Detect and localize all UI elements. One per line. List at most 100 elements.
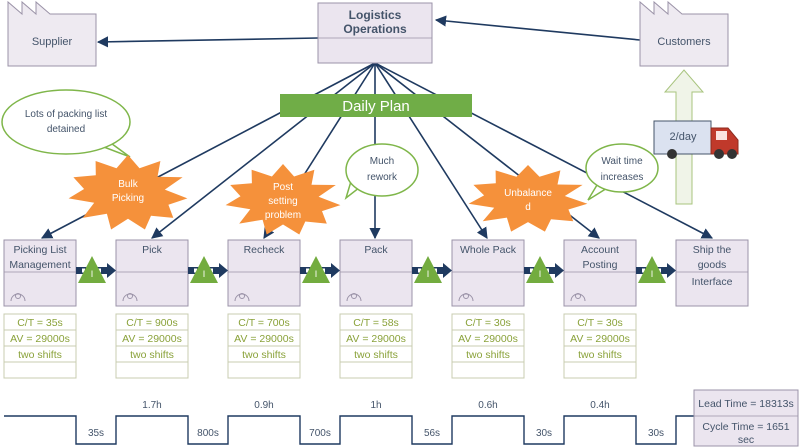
kaizen-burst-bulk [68, 155, 188, 230]
kaizen-unbalanced-line1: Unbalance [504, 188, 552, 199]
process-box: Account Posting [563, 239, 637, 307]
process-time-label: 800s [197, 428, 219, 439]
operator-icon [10, 293, 26, 302]
ship-goods-box: Ship the goods Interface [675, 239, 749, 307]
ship-title-line1: Ship the [693, 244, 732, 256]
logistics-operations-box: Logistics Operations [317, 2, 433, 64]
operator-icon [346, 293, 362, 302]
process-title-line1: Picking List [13, 244, 66, 256]
data-boxes: C/T = 35s AV = 29000s two shifts C/T = 9… [3, 313, 637, 379]
inventory-triangle: I [414, 256, 442, 283]
inventory-triangle: I [526, 256, 554, 283]
process-title-line1: Pick [142, 244, 163, 256]
cycle-time: C/T = 35s [17, 317, 63, 329]
timeline-ladder [4, 415, 694, 445]
kaizen-burst-post [225, 164, 341, 235]
data-box: C/T = 58s AV = 29000s two shifts [339, 313, 413, 379]
svg-text:I: I [91, 269, 94, 279]
process-title-line1: Account [581, 244, 619, 256]
supplier-factory: Supplier [7, 0, 97, 67]
callout-rework-line1: Much [370, 156, 394, 167]
process-box: Whole Pack [451, 239, 525, 307]
shifts: two shifts [354, 349, 398, 361]
process-box: Picking List Management [3, 239, 77, 307]
operator-icon [234, 293, 250, 302]
svg-text:I: I [427, 269, 430, 279]
line-to-proc-2 [151, 62, 376, 239]
process-time-label: 700s [309, 428, 331, 439]
timeline: 1.7h 0.9h 1h 0.6h 0.4h 35s 800s 700s 56s… [4, 400, 694, 445]
inventory-triangle: I [302, 256, 330, 283]
svg-text:I: I [539, 269, 542, 279]
kaizen-post-line2: setting [268, 196, 297, 207]
operator-icon [122, 293, 138, 302]
kaizen-post-line1: Post [273, 182, 293, 193]
process-box: Recheck [227, 239, 301, 307]
wait-time-label: 1.7h [142, 400, 161, 411]
cycle-time: C/T = 30s [577, 317, 623, 329]
summary-box: Lead Time = 18313s Cycle Time = 1651 sec [693, 389, 799, 447]
kaizen-burst-unbalanced [468, 165, 588, 232]
cycle-time: C/T = 30s [465, 317, 511, 329]
available-time: AV = 29000s [234, 333, 294, 345]
wait-time-label: 0.6h [478, 400, 497, 411]
svg-text:I: I [315, 269, 318, 279]
data-box: C/T = 30s AV = 29000s two shifts [563, 313, 637, 379]
line-to-proc-5 [374, 62, 488, 239]
process-boxes: Picking List Management Pick Recheck Pac… [3, 239, 749, 307]
process-title-line1: Whole Pack [460, 244, 517, 256]
inventory-triangle: I [638, 256, 666, 283]
cycle-time: C/T = 58s [353, 317, 399, 329]
center-title-line1: Logistics [349, 8, 402, 22]
supplier-label: Supplier [32, 36, 73, 48]
customers-label: Customers [657, 36, 711, 48]
operator-icon [570, 293, 586, 302]
cycle-time: C/T = 700s [238, 317, 289, 329]
line-from-customers [434, 15, 641, 41]
shifts: two shifts [242, 349, 286, 361]
wait-time-label: 0.9h [254, 400, 273, 411]
inventory-triangle: I [190, 256, 218, 283]
truck-icon: 2/day [653, 120, 739, 159]
kaizen-bulk-line2: Picking [112, 193, 144, 204]
svg-text:I: I [651, 269, 654, 279]
available-time: AV = 29000s [10, 333, 70, 345]
wait-time-label: 1h [370, 400, 381, 411]
callout-wait-time: Wait time increases [585, 143, 659, 201]
svg-text:I: I [203, 269, 206, 279]
line-to-supplier [96, 36, 319, 48]
kaizen-post-line3: problem [265, 210, 301, 221]
line-to-ship [374, 62, 713, 239]
process-title-line2: Posting [582, 259, 617, 271]
wait-time-label: 0.4h [590, 400, 609, 411]
data-box: C/T = 700s AV = 29000s two shifts [227, 313, 301, 379]
process-title-line2: Management [9, 259, 70, 271]
process-title-line1: Recheck [244, 244, 286, 256]
data-box: C/T = 900s AV = 29000s two shifts [115, 313, 189, 379]
process-time-label: 30s [648, 428, 664, 439]
ship-title-line2: goods [698, 259, 727, 271]
push-arrows-and-inventory: I I I I [76, 256, 676, 283]
callout-packing-line2: detained [47, 124, 85, 135]
inventory-triangle: I [78, 256, 106, 283]
kaizen-bulk-line1: Bulk [118, 179, 138, 190]
data-box: C/T = 35s AV = 29000s two shifts [3, 313, 77, 379]
kaizen-unbalanced-line2: d [525, 202, 531, 213]
truck-frequency-label: 2/day [670, 131, 697, 143]
callout-packing-list: Lots of packing list detained [1, 89, 131, 158]
process-title-line1: Pack [364, 244, 388, 256]
operator-icon [458, 293, 474, 302]
callout-rework-line2: rework [367, 172, 398, 183]
ship-interface-label: Interface [692, 276, 733, 288]
available-time: AV = 29000s [458, 333, 518, 345]
customers-factory: Customers [639, 0, 729, 67]
daily-plan-bar: Daily Plan [280, 94, 472, 117]
lead-time: Lead Time = 18313s [698, 398, 793, 410]
center-title-line2: Operations [343, 22, 407, 36]
cycle-time: C/T = 900s [126, 317, 177, 329]
daily-plan-label: Daily Plan [342, 98, 410, 115]
kaizen-bursts: Bulk Picking Post setting problem Unbala… [68, 155, 588, 235]
cycle-time-total-line2: sec [738, 434, 754, 446]
available-time: AV = 29000s [346, 333, 406, 345]
available-time: AV = 29000s [570, 333, 630, 345]
